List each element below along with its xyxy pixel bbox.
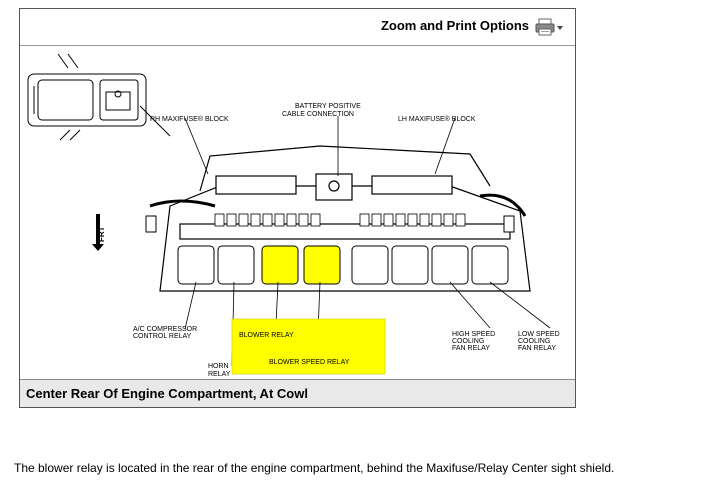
- lh-maxifuse-label: LH MAXIFUSE® BLOCK: [398, 115, 476, 123]
- printer-icon[interactable]: [535, 17, 565, 37]
- relay-row: [177, 245, 509, 285]
- blower-speed-relay-label: BLOWER SPEED RELAY: [269, 359, 350, 366]
- zoom-print-options-link[interactable]: Zoom and Print Options: [380, 18, 529, 33]
- battery-label-2: CABLE CONNECTION: [282, 111, 354, 118]
- low-speed-label-3: FAN RELAY: [518, 345, 556, 352]
- high-speed-label-3: FAN RELAY: [452, 345, 490, 352]
- diagram-panel: Zoom and Print Options: [19, 8, 576, 408]
- battery-label-1: BATTERY POSITIVE: [295, 103, 361, 110]
- low-speed-label-2: COOLING: [518, 338, 550, 345]
- ac-compressor-label-1: A/C COMPRESSOR: [133, 326, 197, 333]
- horn-relay-label-2: RELAY: [208, 371, 231, 378]
- wire-harness: [149, 193, 527, 217]
- blower-callout-box: [231, 318, 386, 375]
- svg-text:FRT: FRT: [97, 226, 106, 242]
- relay-center-illustration: FRT RH MAXIFUSE® BLOCK BATTERY POSITIVE …: [27, 53, 560, 378]
- low-speed-label-1: LOW SPEED: [518, 331, 560, 338]
- engine-compartment-diagram: FRT RH MAXIFUSE® BLOCK BATTERY POSITIVE …: [20, 46, 575, 381]
- front-arrow-icon: FRT: [92, 214, 106, 251]
- high-speed-label-2: COOLING: [452, 338, 484, 345]
- fuse-row: [214, 213, 466, 227]
- blower-relay-highlight: [261, 245, 299, 285]
- blower-relay-label: BLOWER RELAY: [239, 332, 294, 339]
- figure-caption: Center Rear Of Engine Compartment, At Co…: [26, 386, 308, 401]
- chevron-down-icon: [557, 26, 563, 30]
- diagram-toolbar: Zoom and Print Options: [20, 9, 575, 46]
- caption-bar: Center Rear Of Engine Compartment, At Co…: [20, 379, 575, 407]
- blower-speed-relay-highlight: [303, 245, 341, 285]
- description-text: The blower relay is located in the rear …: [14, 461, 615, 475]
- ac-compressor-label-2: CONTROL RELAY: [133, 333, 192, 340]
- horn-relay-label-1: HORN: [208, 363, 229, 370]
- vehicle-locator-icon: [27, 53, 171, 141]
- rh-maxifuse-label: RH MAXIFUSE® BLOCK: [150, 115, 229, 123]
- high-speed-label-1: HIGH SPEED: [452, 331, 495, 338]
